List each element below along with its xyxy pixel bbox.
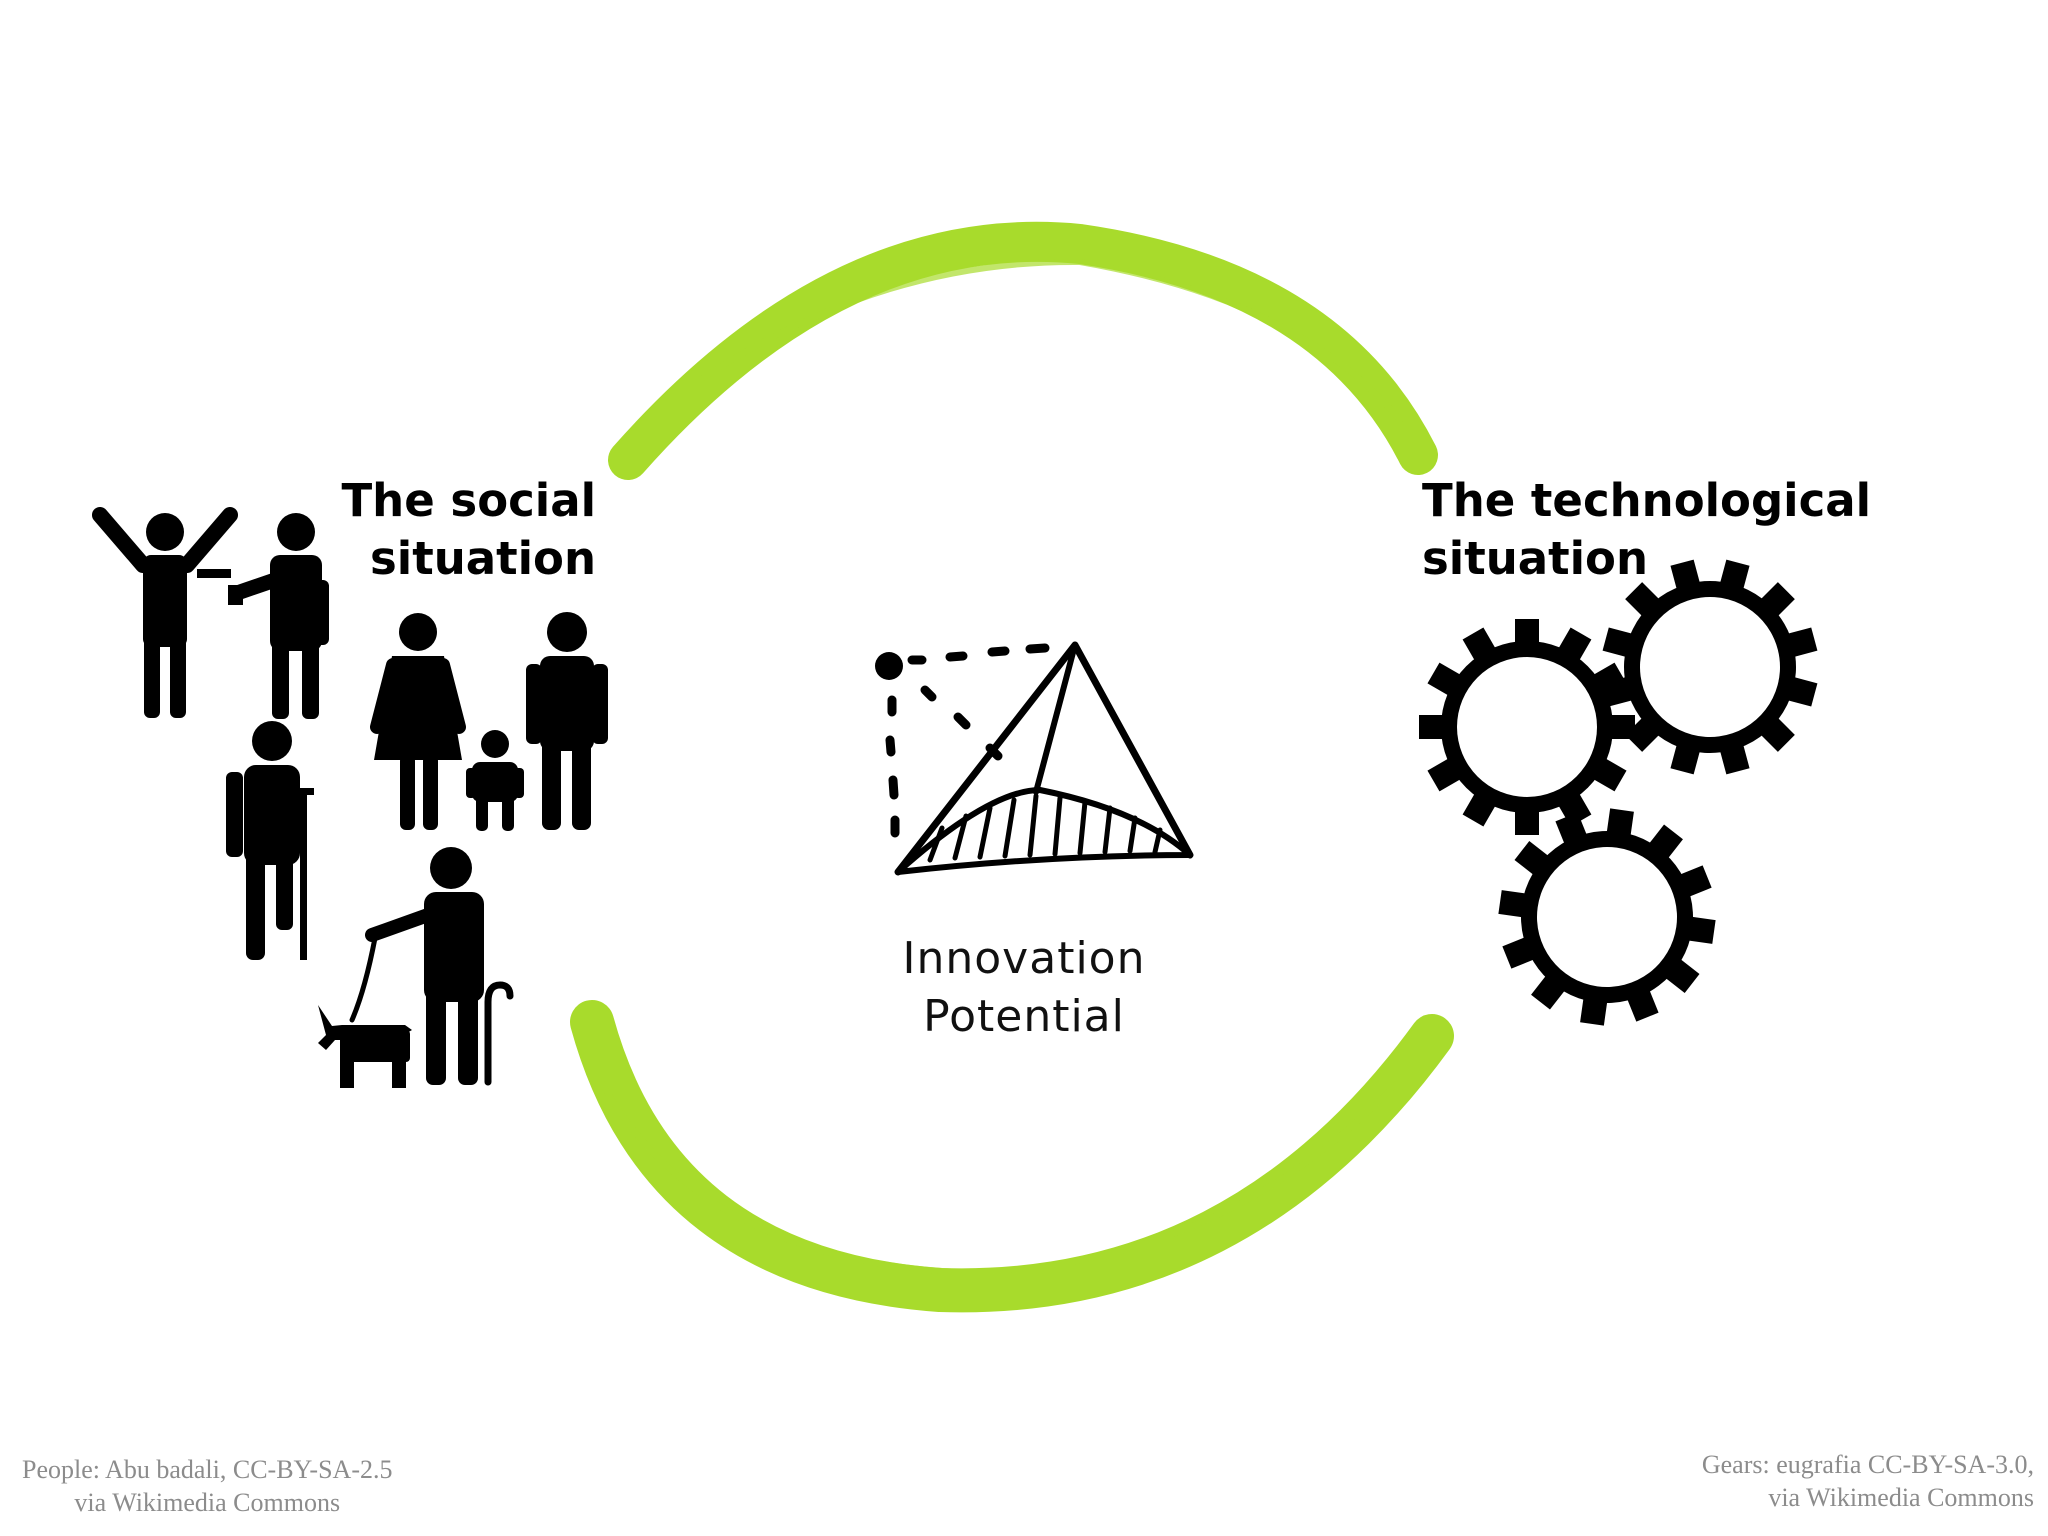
- technological-situation-heading: The technological situation: [1422, 472, 1871, 588]
- innovation-potential-label: Innovation Potential: [824, 930, 1224, 1046]
- people-credit-line1: People: Abu badali, CC-BY-SA-2.5: [22, 1455, 393, 1484]
- center-label-line1: Innovation: [902, 933, 1146, 984]
- gears-credit-line1: Gears: eugrafia CC-BY-SA-3.0,: [1701, 1450, 2034, 1479]
- people-credit-line2: via Wikimedia Commons: [74, 1488, 341, 1517]
- social-heading-line2: situation: [369, 532, 596, 585]
- tech-heading-line2: situation: [1422, 532, 1649, 585]
- center-label-line2: Potential: [923, 991, 1125, 1042]
- person-with-crutch-icon: [226, 721, 314, 960]
- people-icon: [92, 507, 608, 1088]
- social-heading-line1: The social: [341, 474, 596, 527]
- lower-arc-streak: [597, 1077, 1403, 1276]
- gears-credit-line2: via Wikimedia Commons: [1768, 1483, 2034, 1512]
- upper-arc: [608, 221, 1438, 480]
- upper-arc-streak: [697, 258, 1403, 423]
- people-credit: People: Abu badali, CC-BY-SA-2.5 via Wik…: [22, 1453, 393, 1519]
- man-with-dog-and-cane-icon: [318, 847, 514, 1088]
- person-with-gun-icon: [197, 513, 329, 719]
- gears-credit: Gears: eugrafia CC-BY-SA-3.0, via Wikime…: [1702, 1448, 2034, 1514]
- tech-heading-line1: The technological: [1422, 474, 1872, 527]
- social-situation-heading: The social situation: [341, 472, 596, 588]
- child-icon: [466, 730, 524, 831]
- woman-icon: [370, 613, 466, 830]
- person-hands-up-icon: [92, 507, 238, 718]
- man-icon: [526, 612, 608, 830]
